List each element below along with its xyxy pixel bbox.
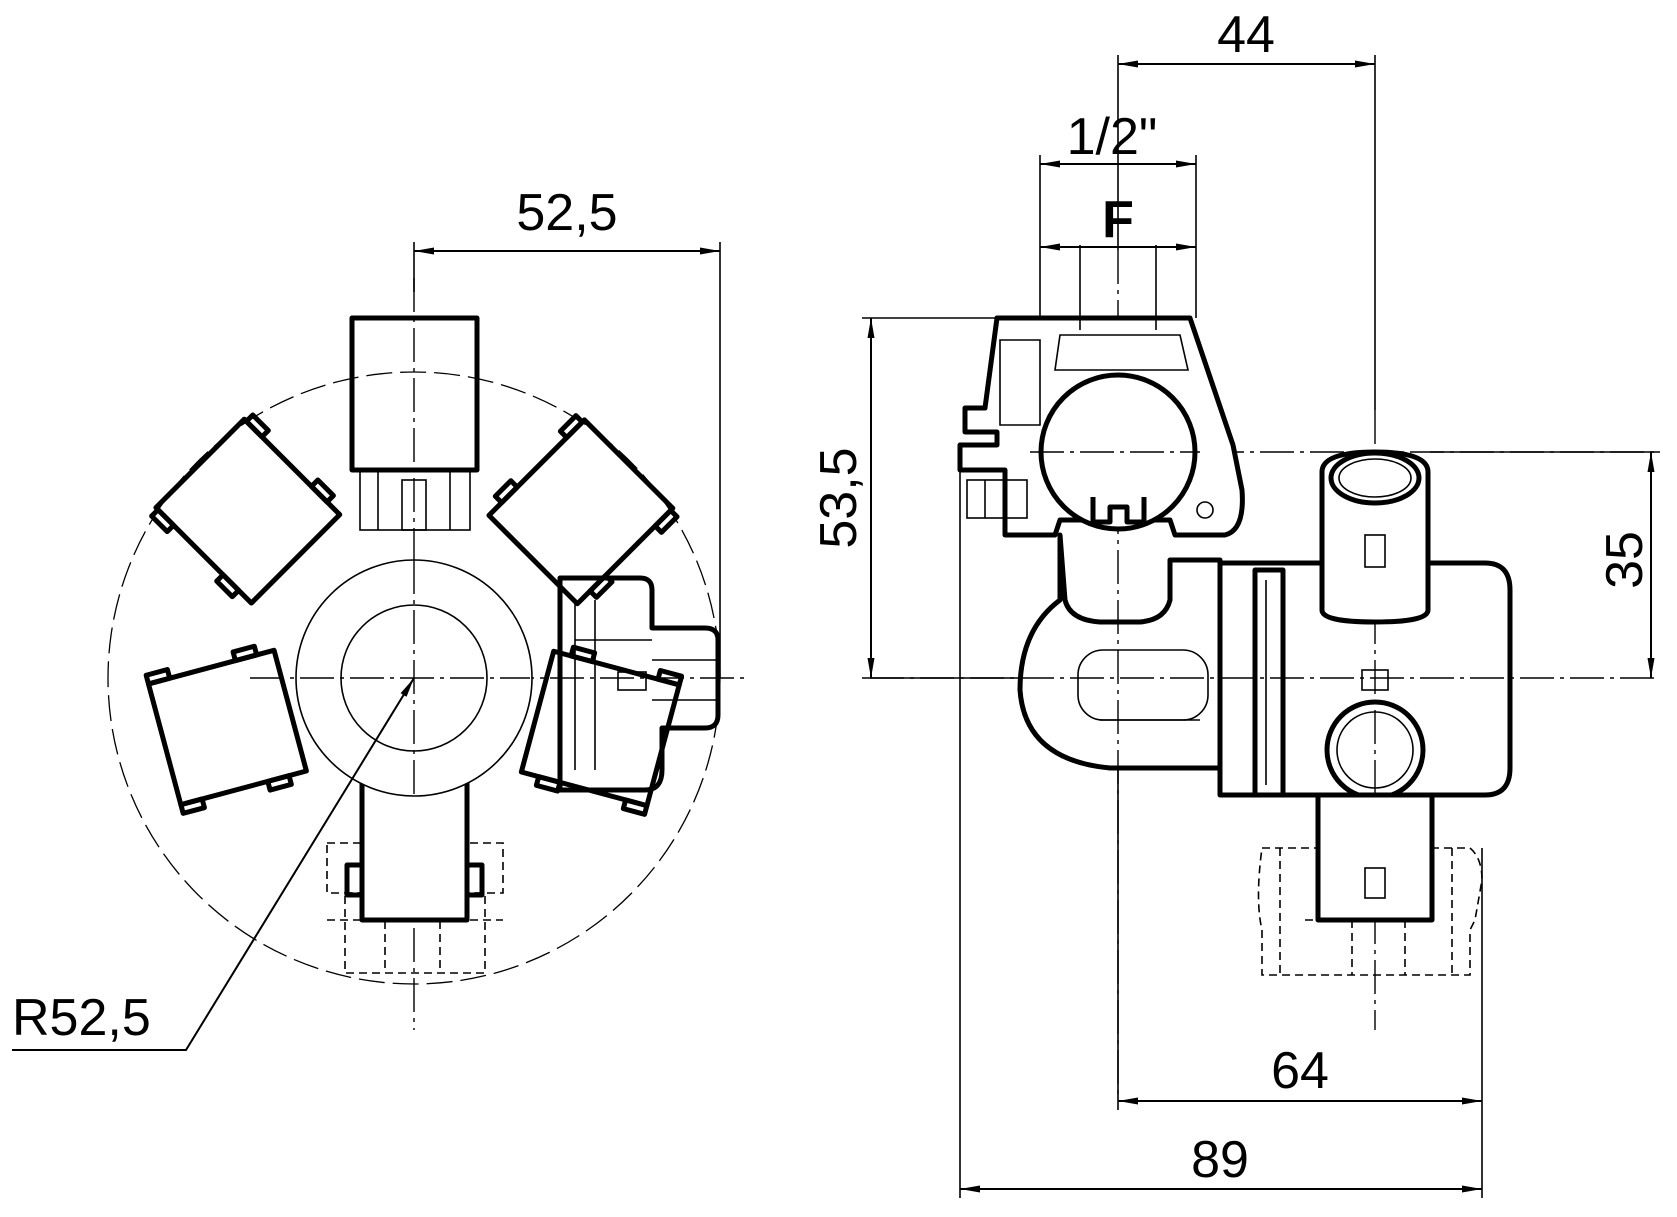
radius-leader — [12, 677, 415, 1051]
dim-52-5-label: 52,5 — [516, 184, 617, 242]
dim-thread-label: 1/2" — [1067, 108, 1158, 166]
left-lower-right-arm — [518, 644, 685, 817]
right-top-spigot — [1319, 449, 1431, 625]
dim-89-label: 89 — [1191, 1131, 1249, 1189]
left-upper-right-arm — [486, 413, 680, 607]
right-valve-body — [1217, 560, 1513, 798]
radius-label: R52,5 — [12, 989, 151, 1047]
dim-35-label: 35 — [1596, 531, 1654, 589]
left-lower-left-arm — [143, 643, 309, 816]
dim-44-label: 44 — [1217, 6, 1275, 64]
left-top-port — [349, 315, 480, 473]
right-bottom-spigot — [1315, 792, 1435, 923]
left-view: 52,5 R52,5 — [12, 184, 745, 1051]
dim-f-label: F — [1102, 191, 1134, 249]
dim-64-label: 64 — [1271, 1042, 1329, 1100]
dim-53-5-label: 53,5 — [810, 447, 868, 548]
left-side-fitting — [557, 575, 721, 793]
left-upper-left-arm — [149, 412, 343, 606]
right-view: 44 1/2" F 53,5 35 64 89 — [810, 6, 1660, 1198]
right-bracket-body — [1017, 532, 1223, 771]
